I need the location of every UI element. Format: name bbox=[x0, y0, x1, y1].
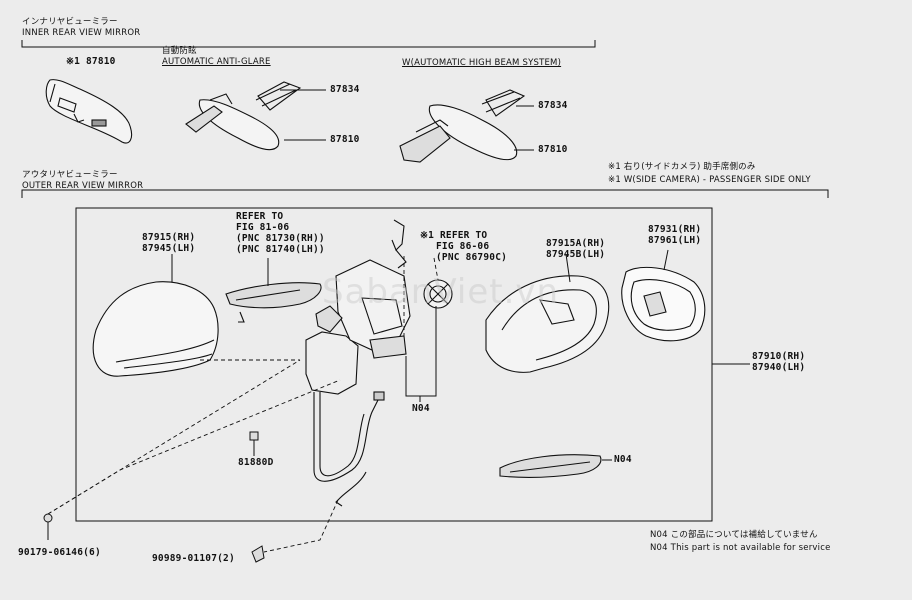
part-n04-a: N04 bbox=[412, 403, 430, 414]
motor-assembly-icon bbox=[305, 219, 411, 395]
nut-icon bbox=[43, 513, 53, 540]
lower-lens-icon bbox=[499, 454, 602, 478]
part-assy-lh[interactable]: 87940(LH) bbox=[752, 362, 806, 373]
part-glass-lh[interactable]: 87961(LH) bbox=[648, 235, 702, 246]
part-n04-b: N04 bbox=[614, 454, 632, 465]
refer2-l1: ※1 REFER TO bbox=[420, 230, 488, 241]
refer1-l4: (PNC 81740(LH)) bbox=[236, 244, 325, 255]
mirror-glass-icon bbox=[621, 266, 706, 342]
part-87810-a[interactable]: ※1 87810 bbox=[66, 56, 116, 67]
refer1-l3: (PNC 81730(RH)) bbox=[236, 233, 325, 244]
part-nut[interactable]: 90179-06146(6) bbox=[18, 547, 101, 558]
clip-icon bbox=[249, 431, 259, 441]
footer-en: N04 This part is not available for servi… bbox=[650, 543, 831, 553]
part-87810-c[interactable]: 87810 bbox=[538, 144, 568, 155]
anti-glare-en: AUTOMATIC ANTI-GLARE bbox=[162, 57, 271, 67]
inner-mirror-2-icon bbox=[185, 81, 302, 151]
refer2-l3: (PNC 86790C) bbox=[436, 252, 508, 263]
refer1-l2[interactable]: FIG 81-06 bbox=[236, 222, 290, 233]
inner-title-en: INNER REAR VIEW MIRROR bbox=[22, 28, 141, 38]
inner-mirror-3-icon bbox=[399, 89, 526, 163]
inner-mirror-1-icon bbox=[45, 79, 133, 144]
part-87810-b[interactable]: 87810 bbox=[330, 134, 360, 145]
turn-signal-icon bbox=[225, 282, 322, 323]
part-clamp[interactable]: 90989-01107(2) bbox=[152, 553, 235, 564]
part-cover-rh[interactable]: 87915(RH) bbox=[142, 232, 196, 243]
watermark: SabanViet.vn bbox=[322, 272, 560, 312]
refer1-l1: REFER TO bbox=[236, 211, 284, 222]
part-glass-rh[interactable]: 87931(RH) bbox=[648, 224, 702, 235]
refer2-l2[interactable]: FIG 86-06 bbox=[436, 241, 490, 252]
footer-jp: N04 この部品については補給していません bbox=[650, 530, 818, 540]
mirror-housing-icon bbox=[485, 275, 610, 373]
high-beam-label: W(AUTOMATIC HIGH BEAM SYSTEM) bbox=[402, 58, 562, 68]
part-housing-rh[interactable]: 87915A(RH) bbox=[546, 238, 606, 249]
part-housing-lh[interactable]: 87945B(LH) bbox=[546, 249, 606, 260]
inner-mirror-bracket bbox=[21, 40, 596, 48]
part-87834-a[interactable]: 87834 bbox=[330, 84, 360, 95]
wire-harness-icon bbox=[313, 391, 385, 507]
outer-title-jp: アウタリヤビューミラー bbox=[22, 170, 118, 180]
outer-title-en: OUTER REAR VIEW MIRROR bbox=[22, 181, 144, 191]
clamp-icon bbox=[251, 545, 265, 563]
part-cover-lh[interactable]: 87945(LH) bbox=[142, 243, 196, 254]
part-assy-rh[interactable]: 87910(RH) bbox=[752, 351, 806, 362]
note-jp: ※1 右り(サイドカメラ) 助手席側のみ bbox=[608, 162, 756, 172]
outer-mirror-bracket bbox=[21, 189, 829, 198]
mirror-cover-icon bbox=[92, 281, 219, 377]
inner-title-jp: インナリヤビューミラー bbox=[22, 17, 118, 27]
part-clip[interactable]: 81880D bbox=[238, 457, 274, 468]
anti-glare-jp: 自動防眩 bbox=[162, 46, 197, 56]
note-en: ※1 W(SIDE CAMERA) - PASSENGER SIDE ONLY bbox=[608, 175, 811, 185]
part-87834-b[interactable]: 87834 bbox=[538, 100, 568, 111]
